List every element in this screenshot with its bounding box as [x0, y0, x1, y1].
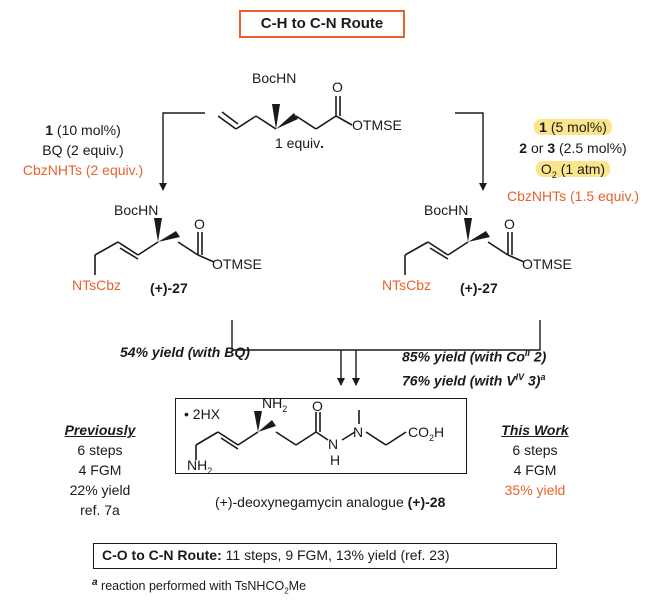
- left-product-nts: NTsCbz: [72, 277, 122, 293]
- right-product-ester: OTMSE: [522, 256, 572, 272]
- left-wedge-bond: [158, 231, 180, 242]
- start-skeleton: [217, 96, 353, 130]
- reaction-arrows: [159, 112, 541, 386]
- right-product-skeleton: [404, 232, 525, 275]
- previously-heading: Previously: [64, 422, 136, 438]
- right-cond-nucleophile: CbzNHTs (1.5 equiv.): [506, 187, 639, 204]
- left-conditions: 1 (10 mol%) BQ (2 equiv.) CbzNHTs (2 equ…: [8, 120, 158, 180]
- this-work-steps: 6 steps: [512, 442, 558, 458]
- target-nh2-top: NH2: [262, 395, 288, 414]
- left-cond-oxidant: BQ (2 equiv.): [42, 142, 124, 158]
- right-product-boc: BocHN: [424, 202, 469, 218]
- target-wedge-nh: [254, 411, 262, 432]
- title-box: C-H to C-N Route: [239, 10, 405, 38]
- start-equiv-label: 1 equiv.: [275, 135, 325, 151]
- co-route-box: C-O to C-N Route: 11 steps, 9 FGM, 13% y…: [93, 543, 557, 569]
- target-nh2-bottom: NH2: [187, 457, 213, 476]
- target-n2: N: [353, 424, 364, 440]
- left-cond-catalyst: 1 (10 mol%): [45, 122, 121, 138]
- this-work-heading: This Work: [501, 422, 569, 438]
- this-work-column: This Work 6 steps 4 FGM 35% yield: [490, 420, 580, 500]
- title-text: C-H to C-N Route: [260, 15, 384, 32]
- previously-steps: 6 steps: [77, 442, 123, 458]
- right-product-label: (+)-27: [460, 280, 498, 296]
- target-skeleton: [195, 410, 407, 460]
- previously-yield: 22% yield: [69, 482, 131, 498]
- yield-right-co: 85% yield (with CoII 2): [402, 348, 547, 365]
- previously-ref: ref. 7a: [80, 502, 120, 518]
- yield-left: 54% yield (with BQ): [120, 344, 250, 360]
- previously-column: Previously 6 steps 4 FGM 22% yield ref. …: [55, 420, 145, 520]
- start-ester-label: OTMSE: [352, 117, 402, 133]
- target-co2h: CO2H: [408, 424, 445, 443]
- yield-right: 85% yield (with CoII 2) 76% yield (with …: [402, 343, 546, 390]
- right-wedge-nh: [464, 218, 472, 242]
- right-cond-oxidant: O2 (1 atm): [497, 159, 649, 186]
- start-boc-label: BocHN: [252, 70, 297, 86]
- target-salt: • 2HX: [184, 406, 221, 422]
- right-conditions: 1 (5 mol%) 2 or 3 (2.5 mol%) O2 (1 atm) …: [497, 117, 649, 207]
- start-oxygen-label: O: [332, 79, 343, 95]
- target-box: [175, 398, 467, 474]
- left-product-label: (+)-27: [150, 280, 188, 296]
- target-oxygen: O: [312, 398, 323, 414]
- target-wedge-bond: [258, 420, 276, 432]
- right-product-oxygen: O: [504, 216, 515, 232]
- left-cond-nucleophile: CbzNHTs (2 equiv.): [22, 162, 144, 178]
- target-caption: (+)-deoxynegamycin analogue (+)-28: [215, 494, 446, 510]
- start-wedge-nh: [272, 104, 280, 129]
- left-wedge-nh: [154, 218, 162, 242]
- right-product-nts: NTsCbz: [382, 277, 432, 293]
- co-route-heading: C-O to C-N Route:: [102, 547, 222, 563]
- target-h: H: [330, 452, 341, 468]
- this-work-fgm: 4 FGM: [513, 462, 557, 478]
- left-product-skeleton: [94, 232, 215, 275]
- right-cond-catalyst: 1 (5 mol%): [497, 117, 649, 138]
- right-wedge-bond: [468, 231, 490, 242]
- left-product-oxygen: O: [194, 216, 205, 232]
- right-cond-cocatalyst: 2 or 3 (2.5 mol%): [519, 140, 627, 156]
- footnote: a reaction performed with TsNHCO2Me: [92, 577, 307, 596]
- previously-fgm: 4 FGM: [78, 462, 122, 478]
- start-wedge-bond: [276, 113, 298, 129]
- co-route-details: 11 steps, 9 FGM, 13% yield (ref. 23): [221, 547, 450, 563]
- this-work-yield: 35% yield: [504, 482, 566, 498]
- target-n1: N: [328, 436, 339, 452]
- left-product-ester: OTMSE: [212, 256, 262, 272]
- yield-right-v: 76% yield (with VIV 3)a: [402, 371, 546, 389]
- left-product-boc: BocHN: [114, 202, 159, 218]
